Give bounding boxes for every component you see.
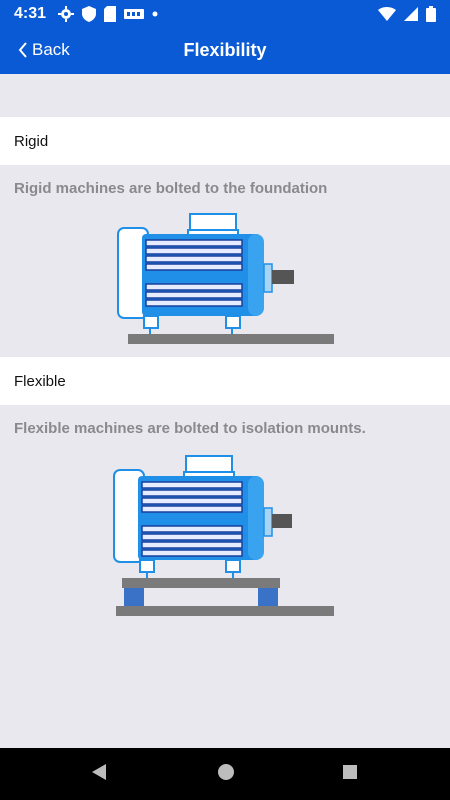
battery-icon: [426, 6, 436, 22]
section-header-rigid: Rigid: [0, 117, 450, 165]
recents-square-icon[interactable]: [341, 762, 359, 782]
dot-icon: [152, 11, 158, 17]
section-label: Rigid: [14, 133, 49, 150]
status-icons-right: [378, 6, 436, 22]
back-label: Back: [32, 40, 70, 59]
section-description-rigid: Rigid machines are bolted to the foundat…: [14, 180, 328, 197]
home-circle-icon[interactable]: [216, 762, 236, 782]
signal-icon: [404, 7, 418, 21]
section-header-flexible: Flexible: [0, 357, 450, 405]
shield-icon: [82, 6, 96, 22]
section-description-flexible: Flexible machines are bolted to isolatio…: [14, 420, 366, 437]
status-bar: 4:31: [0, 0, 450, 28]
page-title: Flexibility: [183, 40, 267, 60]
back-triangle-icon[interactable]: [90, 762, 108, 782]
sd-card-icon: [104, 6, 116, 22]
status-icons-left: [58, 6, 158, 22]
rigid-motor-illustration: [117, 213, 334, 344]
content-area: Rigid Rigid machines are bolted to the f…: [0, 74, 450, 748]
gear-icon: [58, 6, 74, 22]
skf-icon: [124, 9, 144, 19]
chevron-left-icon: [18, 42, 27, 58]
back-button[interactable]: Back: [18, 40, 70, 60]
status-time: 4:31: [14, 5, 47, 22]
wifi-icon: [378, 7, 396, 21]
flexible-motor-illustration: [113, 455, 334, 616]
section-label: Flexible: [14, 373, 66, 390]
app-bar: Back Flexibility: [0, 28, 450, 74]
system-nav-bar: [0, 748, 450, 800]
